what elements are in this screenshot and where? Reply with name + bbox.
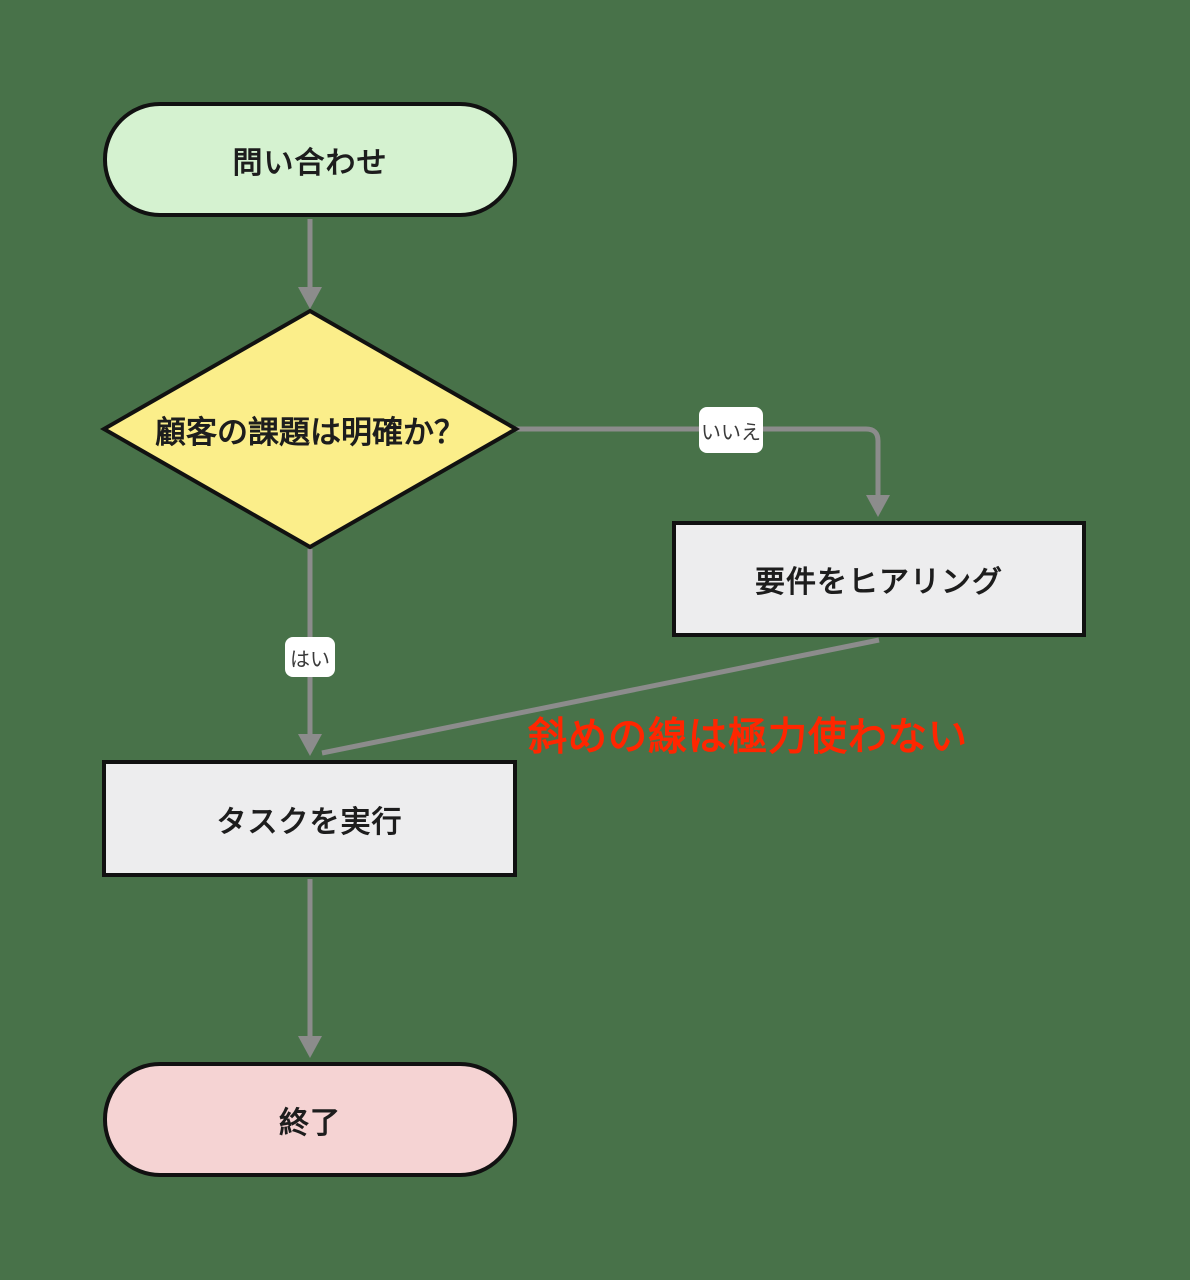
task-node-label: タスクを実行: [216, 805, 403, 839]
arrowhead-decision-to-task: [298, 734, 322, 756]
edge-decision-to-hearing: [516, 426, 881, 495]
end-node-shape: [103, 1062, 517, 1177]
task-node-shape: [102, 760, 517, 877]
edge-label-yes: はい: [285, 637, 335, 677]
arrowhead-task-to-end: [298, 1036, 322, 1058]
end-node-label: 終了: [279, 1106, 341, 1140]
start-node-shape: [103, 102, 517, 217]
start-node-label: 問い合わせ: [232, 146, 388, 180]
decision-node-label: 顧客の課題は明確か？: [155, 414, 465, 450]
decision-node-shape: [99, 308, 521, 550]
edge-label-no: いいえ: [699, 407, 763, 453]
hearing-node-label: 要件をヒアリング: [755, 566, 1003, 599]
arrowhead-decision-to-hearing: [866, 495, 890, 517]
diagonal-warning-annotation: 斜めの線は極力使わない: [528, 716, 969, 759]
hearing-node-shape: [672, 521, 1086, 637]
arrowhead-start-to-decision: [298, 287, 322, 309]
edge-hearing-to-task-diagonal: [321, 637, 880, 756]
